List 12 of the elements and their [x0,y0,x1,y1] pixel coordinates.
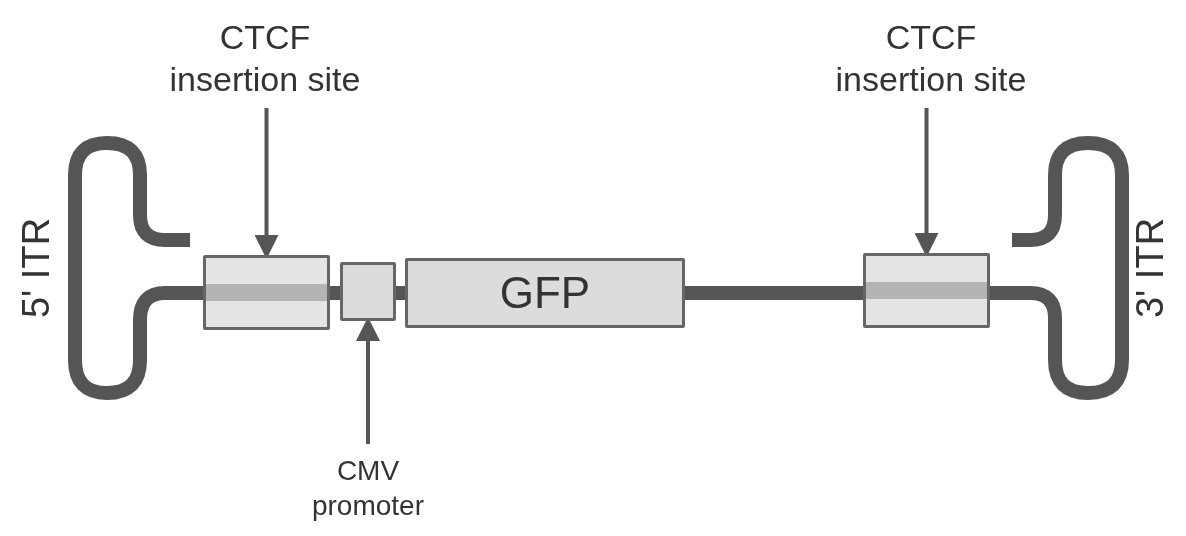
annotation-text: CTCF insertion site [826,8,1036,108]
element-box [863,253,990,328]
dna-strand-line [685,286,863,300]
element-box [340,262,396,321]
element-box [203,255,330,330]
dna-strand-line [396,286,405,300]
annotation-text: CTCF insertion site [160,8,370,108]
itr-label: 3' ITR [1127,217,1172,319]
dna-strand-line [330,286,340,300]
gene-box: GFP [405,258,685,328]
annotation-text: CMV promoter [300,444,436,532]
itr-label: 5' ITR [13,217,58,319]
